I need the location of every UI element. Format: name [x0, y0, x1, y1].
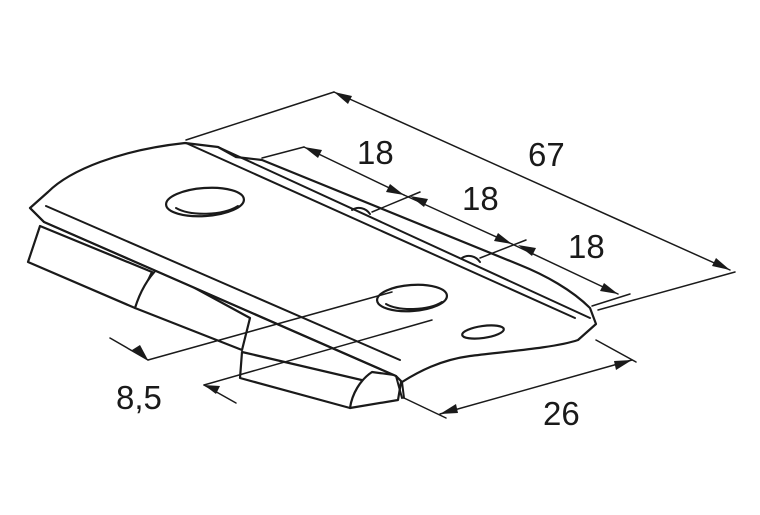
- label-pitch-3: 18: [568, 228, 605, 265]
- label-hole-diameter: 8,5: [116, 379, 162, 416]
- plate-rib-back-2: [217, 146, 591, 319]
- label-pitch-2: 18: [462, 180, 499, 217]
- flange-right-leg-side: [348, 370, 404, 410]
- mounting-hole-1: [164, 186, 246, 218]
- flange-right-leg: [238, 350, 372, 410]
- dimension-hole-diameter: [109, 291, 433, 404]
- flange-left-leg-side: [133, 266, 252, 352]
- dimension-pitch-2: [371, 191, 513, 245]
- dimension-pitch-3: [479, 239, 631, 307]
- dimension-pitch-1: [261, 146, 405, 196]
- plate-front-edge-lower: [29, 207, 405, 399]
- dimension-total-length: [185, 91, 736, 311]
- rib-notch-1: [351, 206, 371, 215]
- label-pitch-1: 18: [357, 134, 394, 171]
- rib-notch-2: [461, 254, 481, 263]
- slotted-hole: [461, 324, 505, 340]
- label-total-length: 67: [528, 136, 565, 173]
- bracket-plate: [26, 141, 598, 410]
- label-width: 26: [543, 395, 580, 432]
- plate-front-edge: [43, 221, 397, 377]
- mounting-hole-2: [375, 283, 449, 313]
- plate-rib-upper: [45, 205, 401, 361]
- plate-rib-back: [185, 142, 576, 319]
- dimension-width: [403, 339, 637, 419]
